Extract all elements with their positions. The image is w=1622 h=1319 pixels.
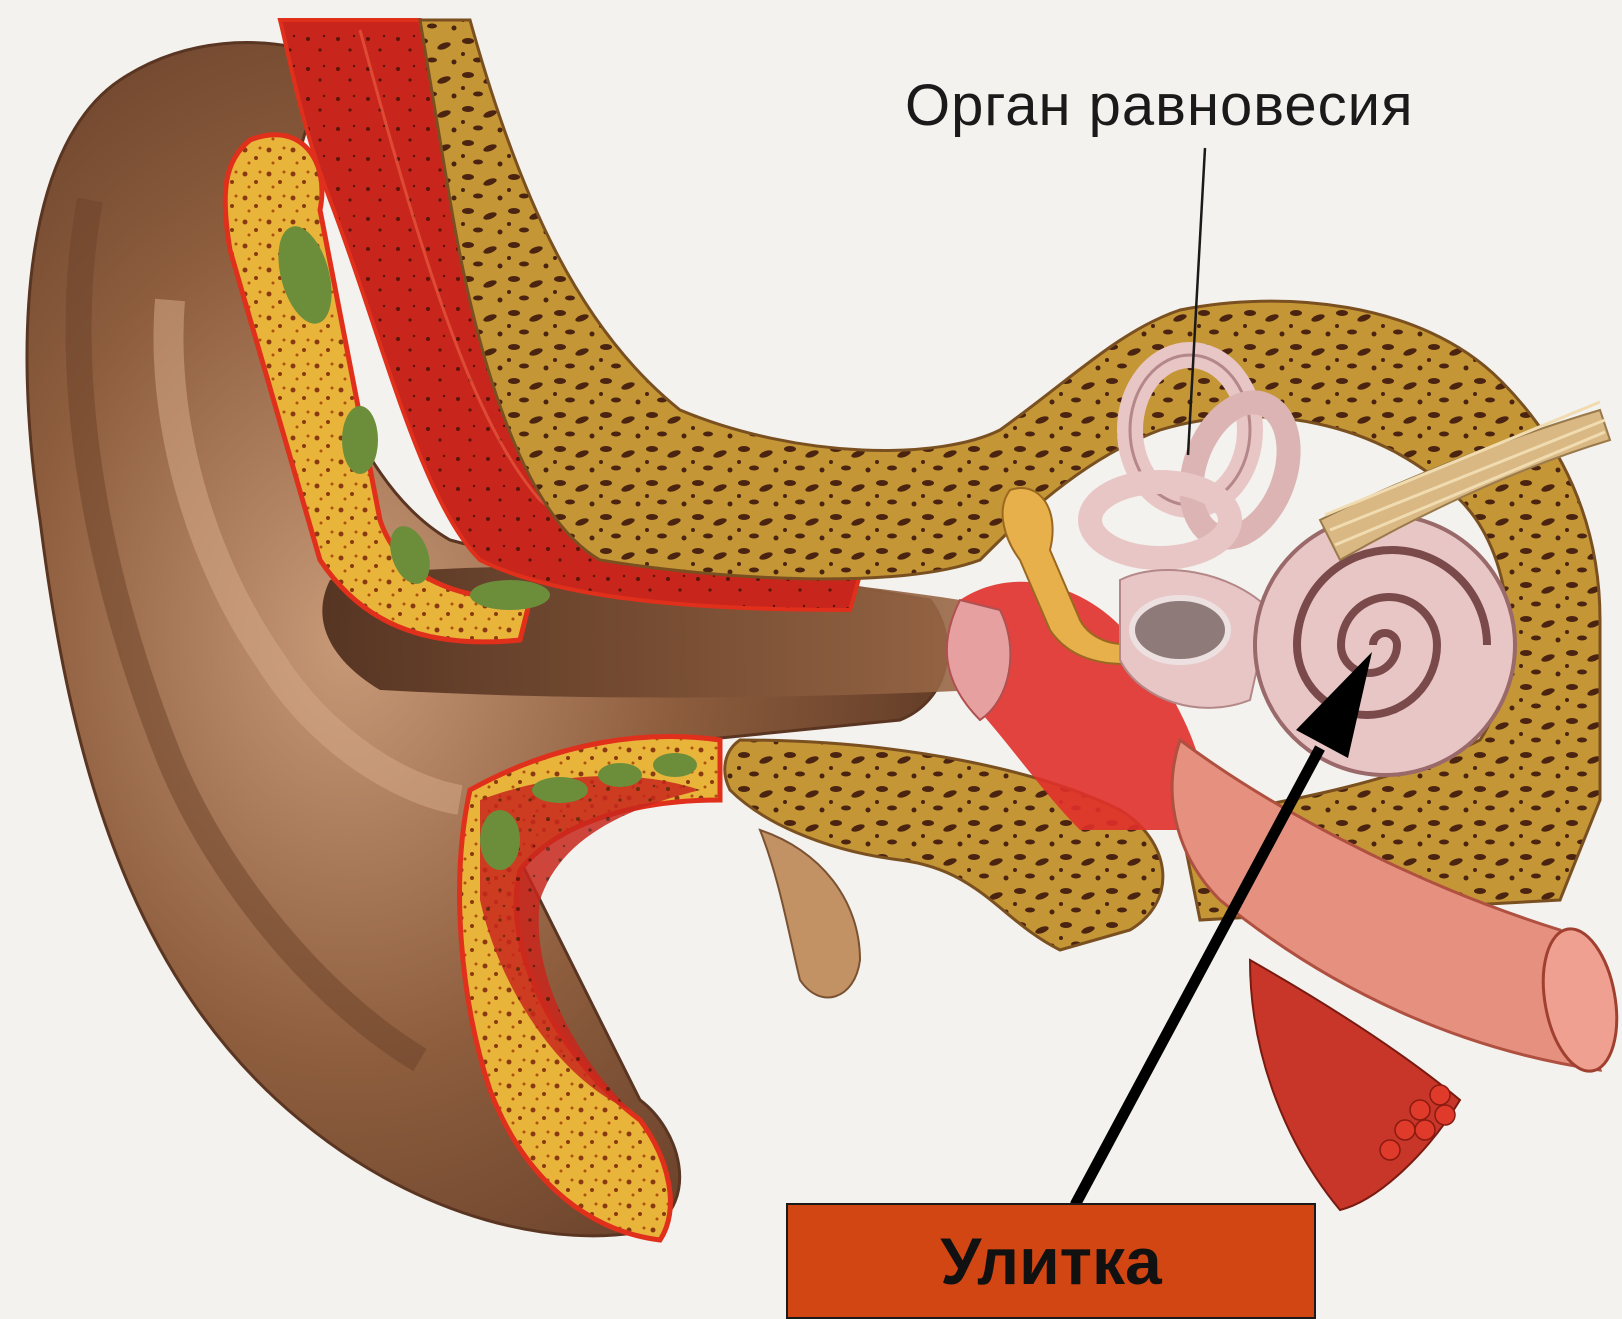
balance-organ-label: Орган равновесия [905,72,1414,139]
cochlea-label-box: Улитка [786,1203,1316,1319]
green-cartilage-4 [470,580,550,610]
ear-process [760,830,860,997]
cochlea-label: Улитка [940,1223,1161,1299]
green-cartilage-2 [342,406,378,474]
green-cartilage-8 [653,753,697,777]
green-cartilage-7 [598,763,642,787]
green-cartilage-6 [532,777,588,803]
green-cartilage-5 [480,810,520,870]
oval-window [1132,598,1228,662]
cochlea-spiral [1255,515,1515,775]
